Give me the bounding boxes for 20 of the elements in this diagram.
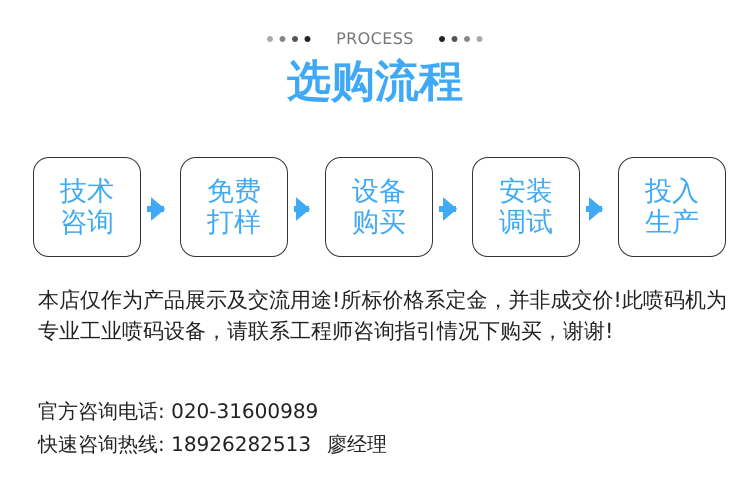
arrow xyxy=(439,197,458,221)
process-box xyxy=(325,157,433,257)
notice-paragraph: 本店仅作为产品展示及交流用途!所标价格系定金，并非成交价!此喷码机为专业工业喷码设备，请联系工程师咨询指引情况下购买，谢谢! xyxy=(38,287,728,345)
contact-name: 廖经理 xyxy=(327,431,388,458)
step-label: 技术咨询 xyxy=(59,176,115,238)
arrow xyxy=(147,197,166,221)
step-label: 安装调试 xyxy=(498,176,554,238)
step-label: 投入生产 xyxy=(644,176,700,238)
process-box xyxy=(472,157,580,257)
step-label: 免费打样 xyxy=(206,176,262,238)
contact-line: 快速咨询热线: 18926282513 xyxy=(38,431,312,458)
process-box xyxy=(33,157,141,257)
process-box xyxy=(618,157,726,257)
process-box xyxy=(180,157,288,257)
arrow xyxy=(294,197,310,221)
subtitle: PROCESS xyxy=(336,28,414,50)
title: 选购流程 xyxy=(286,55,464,109)
contact-line: 官方咨询电话: 020-31600989 xyxy=(38,398,318,425)
arrow xyxy=(586,197,604,221)
step-label: 设备购买 xyxy=(351,176,407,238)
